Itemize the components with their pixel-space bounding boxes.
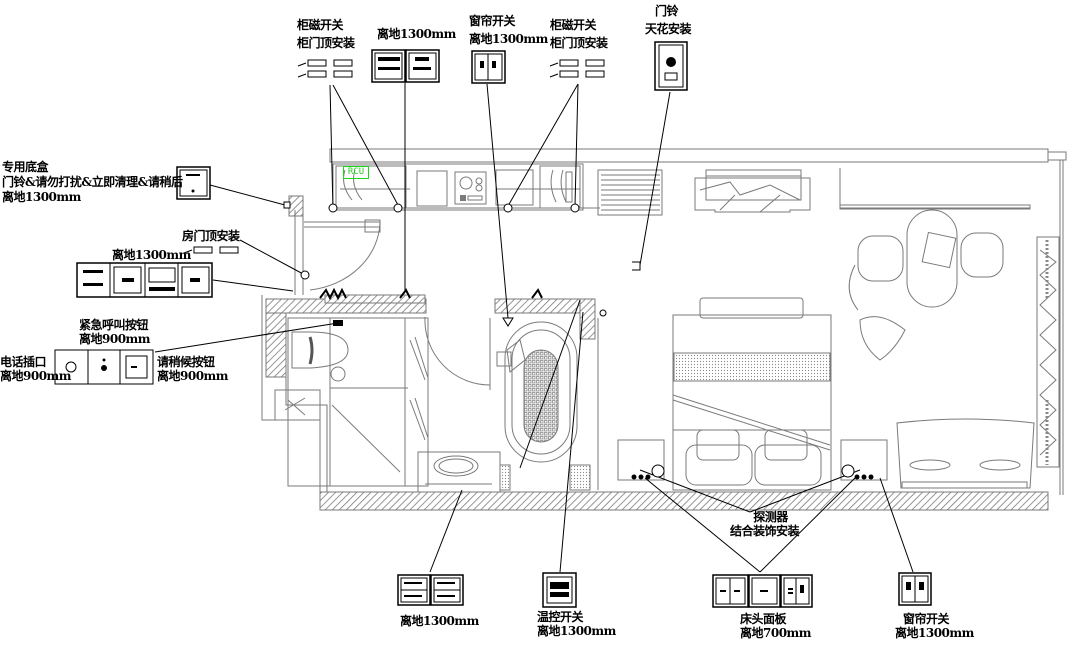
label-entrance-panel-height: 离地1300mm (112, 248, 191, 262)
curtain-switch-bottom-panel (898, 572, 932, 606)
label-line: 柜磁开关 (550, 18, 597, 32)
label-phone-outlet: 电话插口 离地900mm (0, 355, 71, 383)
leader-lines (154, 83, 914, 573)
label-please-wait-button: 请稍候按钮 离地900mm (157, 355, 228, 383)
label-line: 专用底盒 (2, 160, 49, 174)
label-line: 离地1300mm (2, 190, 81, 204)
headboard (699, 297, 804, 319)
label-curtain-switch-top: 窗帘开关 离地1300mm (469, 14, 548, 46)
label-curtain-switch-bottom: 窗帘开关 离地1300mm (895, 612, 974, 640)
bed (672, 314, 832, 491)
doorbell-box-marker (283, 201, 291, 209)
bedside-detector-marker (651, 464, 665, 478)
label-top-panel-height: 离地1300mm (377, 27, 456, 41)
cabinet-switch-symbol-right (549, 59, 605, 78)
doorbell-marker (632, 261, 641, 271)
label-dedicated-box: 专用底盒 门铃&请勿打扰&立即清理&请稍后 离地1300mm (2, 160, 183, 205)
bedroom (617, 209, 1060, 491)
label-line: 请稍候按钮 (157, 355, 215, 369)
thermostat-panel (542, 572, 577, 608)
label-line: 离地1300mm (377, 27, 456, 41)
sofa (896, 418, 1035, 489)
wardrobe-strip (332, 163, 1031, 216)
label-room-door-top: 房门顶安装 (182, 229, 240, 243)
bedside-panel (712, 574, 813, 608)
switch-symbol (399, 288, 411, 299)
bathtub (504, 321, 578, 463)
label-line: 门铃&请勿打扰&立即清理&请稍后 (2, 175, 183, 189)
label-cabinet-switch-right: 柜磁开关 柜门顶安装 (550, 18, 608, 50)
label-line: 离地1300mm (112, 248, 191, 262)
switch-symbol (319, 287, 347, 301)
label-line: 窗帘开关 (903, 612, 950, 626)
bottom-wall (319, 491, 1049, 511)
label-line: 探测器 (753, 510, 788, 524)
bedside-detector-marker (841, 464, 855, 478)
rcu-tag: RCU (343, 166, 369, 179)
device-markers (283, 201, 874, 480)
doorbell-panel (654, 41, 688, 91)
emergency-button-marker (333, 320, 343, 326)
label-cabinet-switch-left: 柜磁开关 柜门顶安装 (297, 18, 355, 50)
entrance-door (304, 219, 381, 291)
top-double-panel (371, 49, 440, 83)
label-line: 离地1300mm (469, 32, 548, 46)
label-detector: 探测器 结合装饰安装 (730, 510, 800, 538)
building-shell (261, 148, 1067, 511)
label-thermostat: 温控开关 离地1300mm (537, 610, 616, 638)
label-line: 结合装饰安装 (730, 524, 800, 538)
cabinet-sensor-marker (328, 203, 338, 213)
room-door-switch-symbol (183, 246, 239, 254)
top-wall-end (1047, 151, 1067, 161)
label-line: 房门顶安装 (182, 229, 240, 243)
thermostat-marker (502, 317, 514, 327)
label-line: 离地1300mm (537, 624, 616, 638)
label-line: 床头面板 (740, 612, 787, 626)
label-line: 离地900mm (157, 369, 228, 383)
label-line: 窗帘开关 (469, 14, 516, 28)
label-line: 柜门顶安装 (550, 36, 608, 50)
entrance-panel (76, 262, 213, 298)
label-doorbell: 门铃 天花安装 (645, 4, 692, 36)
label-line: 离地1300mm (895, 626, 974, 640)
label-line: 电话插口 (0, 355, 47, 369)
label-line: 柜门顶安装 (297, 36, 355, 50)
door-sensor-marker (300, 270, 310, 280)
bathroom (274, 316, 599, 493)
label-line: 离地1300mm (400, 614, 479, 628)
switch-symbol (531, 288, 543, 299)
label-line: 门铃 (655, 4, 679, 18)
ac-grille (601, 174, 660, 211)
detector-marker (599, 309, 607, 317)
cabinet-sensor-marker (570, 203, 580, 213)
label-line: 离地900mm (0, 369, 71, 383)
label-line: 天花安装 (645, 22, 692, 36)
dedicated-box-panel (176, 166, 211, 200)
label-line: 离地700mm (740, 626, 811, 640)
cabinet-sensor-marker (503, 203, 513, 213)
label-bedside-panel: 床头面板 离地700mm (740, 612, 811, 640)
top-wall (329, 148, 1049, 163)
cabinet-sensor-marker (393, 203, 403, 213)
curtain-switch-top-panel (471, 50, 506, 84)
toilet (291, 331, 349, 369)
label-line: 温控开关 (537, 610, 584, 624)
bathroom-panel (397, 574, 464, 606)
label-emergency-call: 紧急呼叫按钮 离地900mm (79, 318, 150, 346)
cabinet-switch-symbol-left (297, 59, 353, 78)
emergency-panel (54, 349, 154, 385)
label-line: 离地900mm (79, 332, 150, 346)
label-line: 柜磁开关 (297, 18, 344, 32)
label-bathroom-panel-height: 离地1300mm (400, 614, 479, 628)
label-line: 紧急呼叫按钮 (79, 318, 149, 332)
